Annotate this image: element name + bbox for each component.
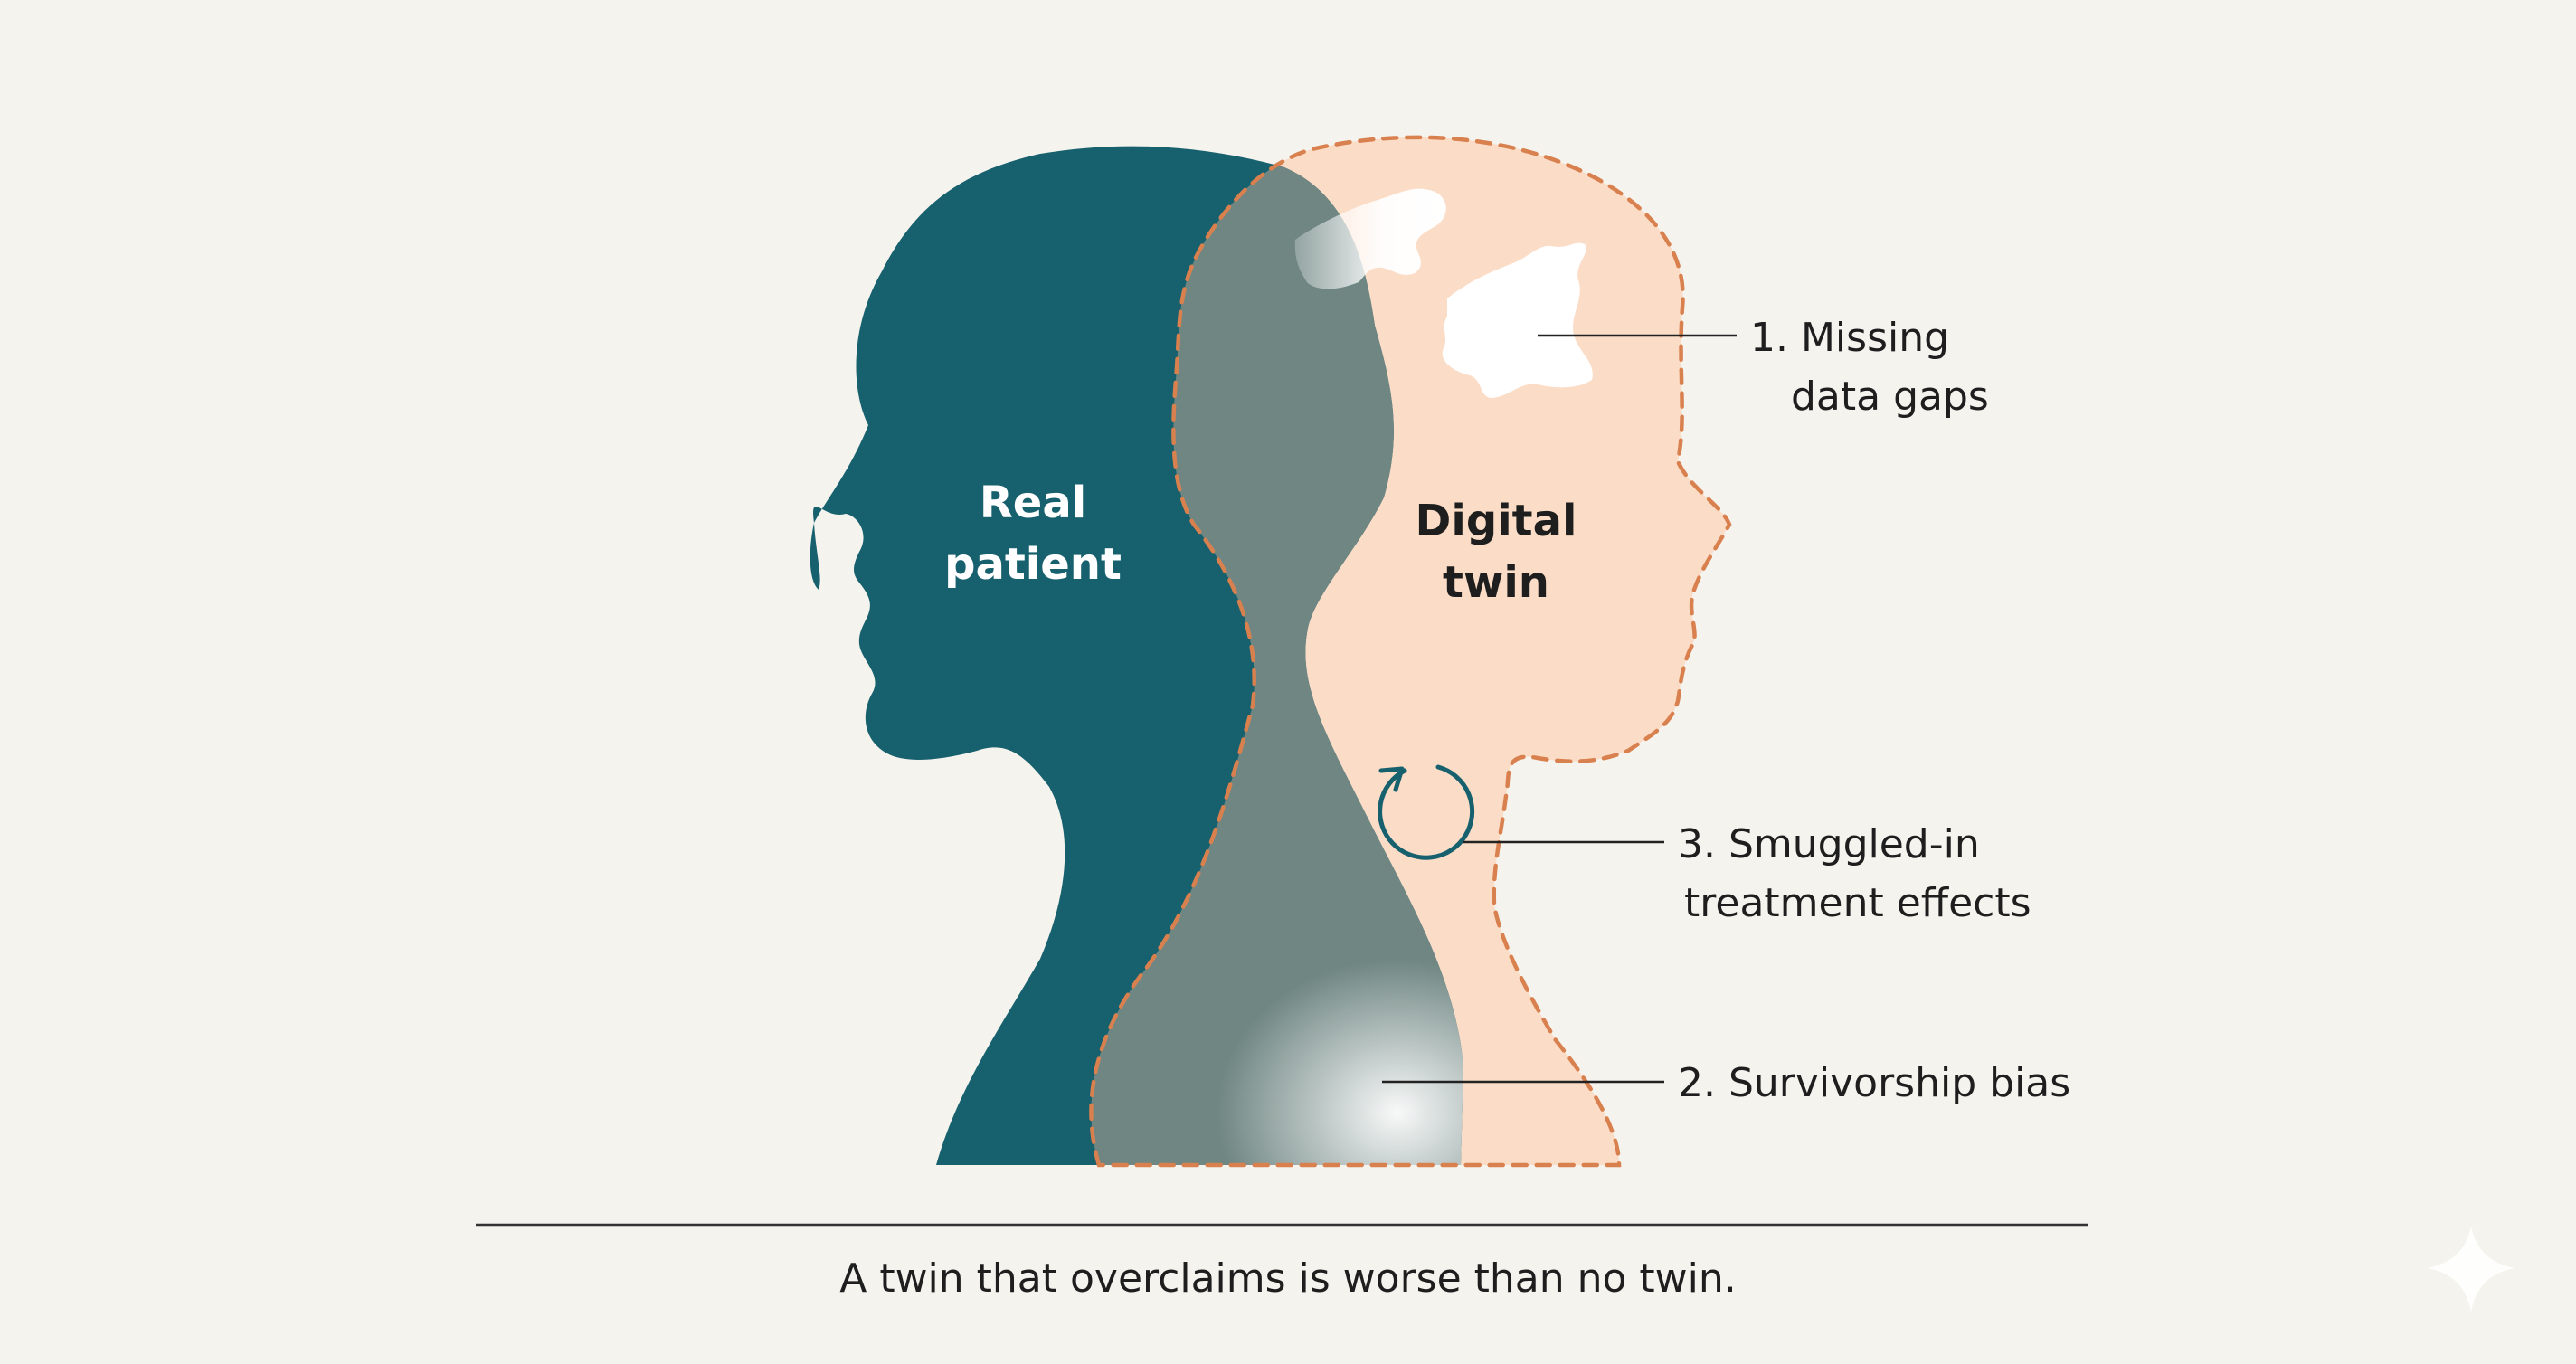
callout-survivorship-bias: 2. Survivorship bias: [1678, 1060, 2070, 1106]
callout-treatment-effects-line2: treatment effects: [1684, 880, 2031, 926]
real-patient-label-line2: patient: [944, 539, 1122, 590]
circular-arrow-icon: [1378, 764, 1475, 860]
caption-text: A twin that overclaims is worse than no …: [839, 1255, 1737, 1302]
callout-missing-data-line2: data gaps: [1791, 374, 1989, 420]
sparkle-icon: [2428, 1227, 2514, 1312]
digital-twin-label-line2: twin: [1443, 557, 1549, 608]
real-patient-label-line1: Real: [980, 478, 1086, 528]
gap-blob-icon: [1294, 188, 1593, 398]
overlap-region: [1091, 146, 1463, 1165]
callout-treatment-effects-line1: 3. Smuggled-in: [1678, 821, 1980, 867]
digital-twin-label-line1: Digital: [1416, 496, 1577, 546]
callout-missing-data-line1: 1. Missing: [1750, 315, 1949, 361]
survivorship-fade: [1217, 959, 1463, 1165]
